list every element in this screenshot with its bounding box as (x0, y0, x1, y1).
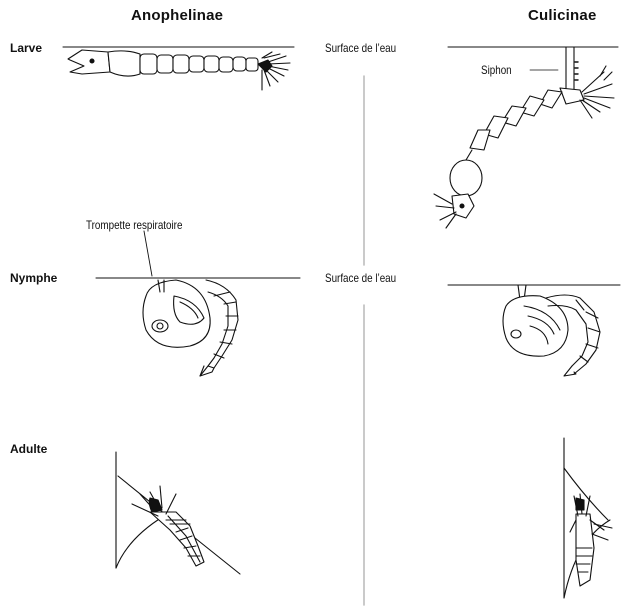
anophelinae-larva (63, 47, 294, 90)
culicinae-adult (564, 438, 612, 598)
culicinae-larva (434, 47, 618, 228)
trumpet-leader-line (144, 231, 152, 276)
anophelinae-adult (116, 452, 240, 574)
culicinae-pupa (448, 285, 620, 376)
anophelinae-pupa (96, 231, 300, 376)
